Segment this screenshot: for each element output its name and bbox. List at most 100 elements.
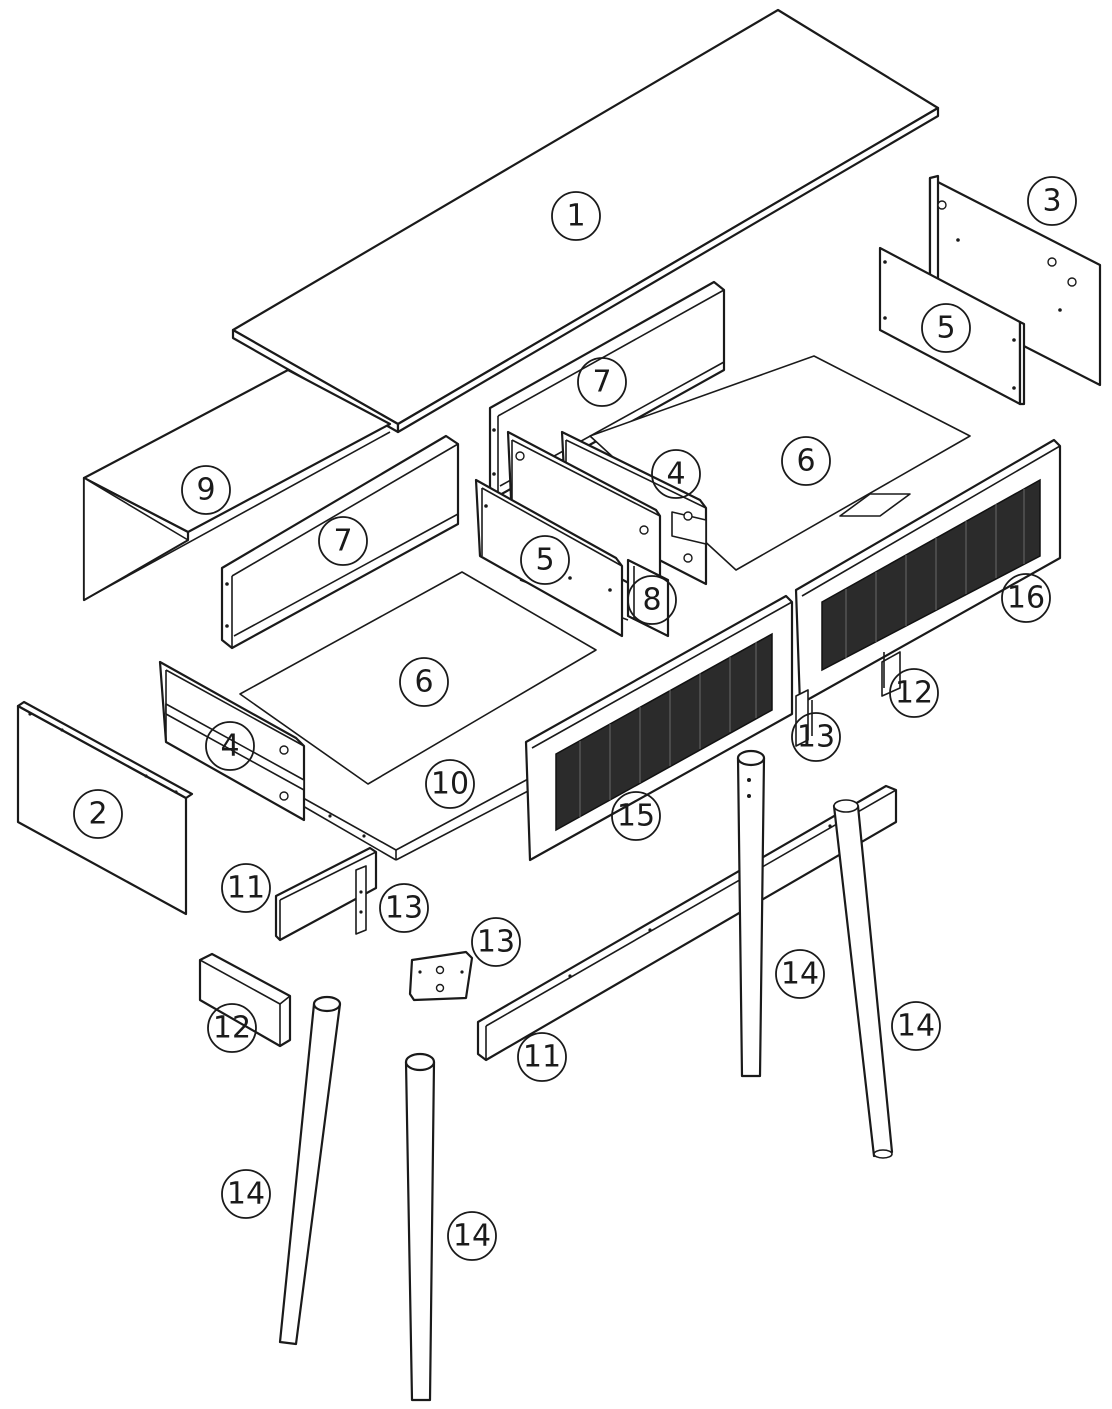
callout-circle <box>627 575 677 625</box>
callout-circle <box>791 712 841 762</box>
callout-number: 10 <box>431 767 469 802</box>
callout-2: 2 <box>73 789 123 839</box>
callout-circle <box>207 1003 257 1053</box>
leg-back-right <box>832 799 894 1159</box>
rattan-drawer-front-left <box>524 594 794 862</box>
callout-16: 16 <box>1001 573 1051 623</box>
callout-13-2: 13 <box>379 883 429 933</box>
leg-back-center <box>736 749 766 1078</box>
back-panel <box>82 368 392 602</box>
drawer-front-inner-left <box>158 660 306 822</box>
block-left <box>198 952 292 1048</box>
callout-number: 13 <box>797 720 835 755</box>
callout-circle <box>520 535 570 585</box>
callout-number: 5 <box>535 543 554 578</box>
callout-circle <box>379 883 429 933</box>
callout-number: 11 <box>227 871 265 906</box>
callout-circle <box>425 759 475 809</box>
callout-5: 5 <box>921 303 971 353</box>
callout-14-4: 14 <box>447 1211 497 1261</box>
callout-number: 14 <box>781 957 819 992</box>
callout-circle <box>921 303 971 353</box>
callout-11-2: 11 <box>517 1032 567 1082</box>
callout-14-3: 14 <box>221 1169 271 1219</box>
callout-6: 6 <box>781 436 831 486</box>
callout-circle <box>1001 573 1051 623</box>
callout-circle <box>611 791 661 841</box>
callout-circle <box>447 1211 497 1261</box>
callout-number: 14 <box>897 1009 935 1044</box>
rattan-drawer-front-right <box>794 438 1062 706</box>
callout-12-2: 12 <box>207 1003 257 1053</box>
callout-7-2: 7 <box>318 516 368 566</box>
long-rail-right <box>476 784 898 1062</box>
callout-circle <box>1027 176 1077 226</box>
callout-number: 8 <box>642 583 661 618</box>
callout-circle <box>73 789 123 839</box>
callout-6-2: 6 <box>399 657 449 707</box>
callout-number: 12 <box>895 676 933 711</box>
corner-plate <box>408 950 474 1002</box>
callout-14: 14 <box>775 949 825 999</box>
callout-circle <box>889 668 939 718</box>
callout-number: 14 <box>227 1177 265 1212</box>
callout-14-2: 14 <box>891 1001 941 1051</box>
callout-circle <box>775 949 825 999</box>
callout-11: 11 <box>221 863 271 913</box>
callout-number: 4 <box>666 457 685 492</box>
callout-1: 1 <box>551 191 601 241</box>
callout-number: 2 <box>88 797 107 832</box>
callout-circle <box>891 1001 941 1051</box>
callout-7: 7 <box>577 357 627 407</box>
rattan-texture-left <box>579 642 757 817</box>
callout-number: 1 <box>566 199 585 234</box>
drawer-side-front <box>474 478 624 638</box>
callout-15: 15 <box>611 791 661 841</box>
callout-number: 13 <box>477 925 515 960</box>
callout-number: 11 <box>523 1040 561 1075</box>
callout-4-2: 4 <box>205 721 255 771</box>
callout-badges: 1234455667789101111121213131314141414151… <box>73 176 1077 1261</box>
callout-12: 12 <box>889 668 939 718</box>
drawer-side-right <box>878 246 1026 406</box>
rattan-texture-right <box>845 489 1025 658</box>
callout-number: 5 <box>936 311 955 346</box>
callout-number: 9 <box>196 473 215 508</box>
top-board <box>231 8 940 434</box>
callout-13-3: 13 <box>471 917 521 967</box>
bracket-left <box>355 865 367 935</box>
callout-circle <box>399 657 449 707</box>
callout-number: 6 <box>796 444 815 479</box>
callout-circle <box>517 1032 567 1082</box>
callout-8: 8 <box>627 575 677 625</box>
callout-3: 3 <box>1027 176 1077 226</box>
callout-4: 4 <box>651 449 701 499</box>
block-right <box>881 651 901 697</box>
left-side-panel <box>16 700 194 916</box>
callout-number: 3 <box>1042 184 1061 219</box>
callout-circle <box>181 465 231 515</box>
leg-front-left <box>278 995 342 1346</box>
callout-number: 4 <box>220 729 239 764</box>
drawer-back-left <box>220 434 460 650</box>
callout-number: 16 <box>1007 581 1045 616</box>
callout-circle <box>205 721 255 771</box>
callout-number: 14 <box>453 1219 491 1254</box>
callout-circle <box>318 516 368 566</box>
callout-circle <box>551 191 601 241</box>
bottom-board <box>295 777 531 861</box>
callout-number: 12 <box>213 1011 251 1046</box>
callout-number: 7 <box>592 365 611 400</box>
drawer-bottom-left <box>239 571 597 785</box>
callout-9: 9 <box>181 465 231 515</box>
short-rail-left <box>274 846 378 942</box>
leg-front-center <box>404 1052 436 1402</box>
callout-circle <box>651 449 701 499</box>
callout-number: 15 <box>617 799 655 834</box>
callout-circle <box>471 917 521 967</box>
callout-number: 13 <box>385 891 423 926</box>
callout-5-2: 5 <box>520 535 570 585</box>
callout-circle <box>221 863 271 913</box>
callout-circle <box>577 357 627 407</box>
